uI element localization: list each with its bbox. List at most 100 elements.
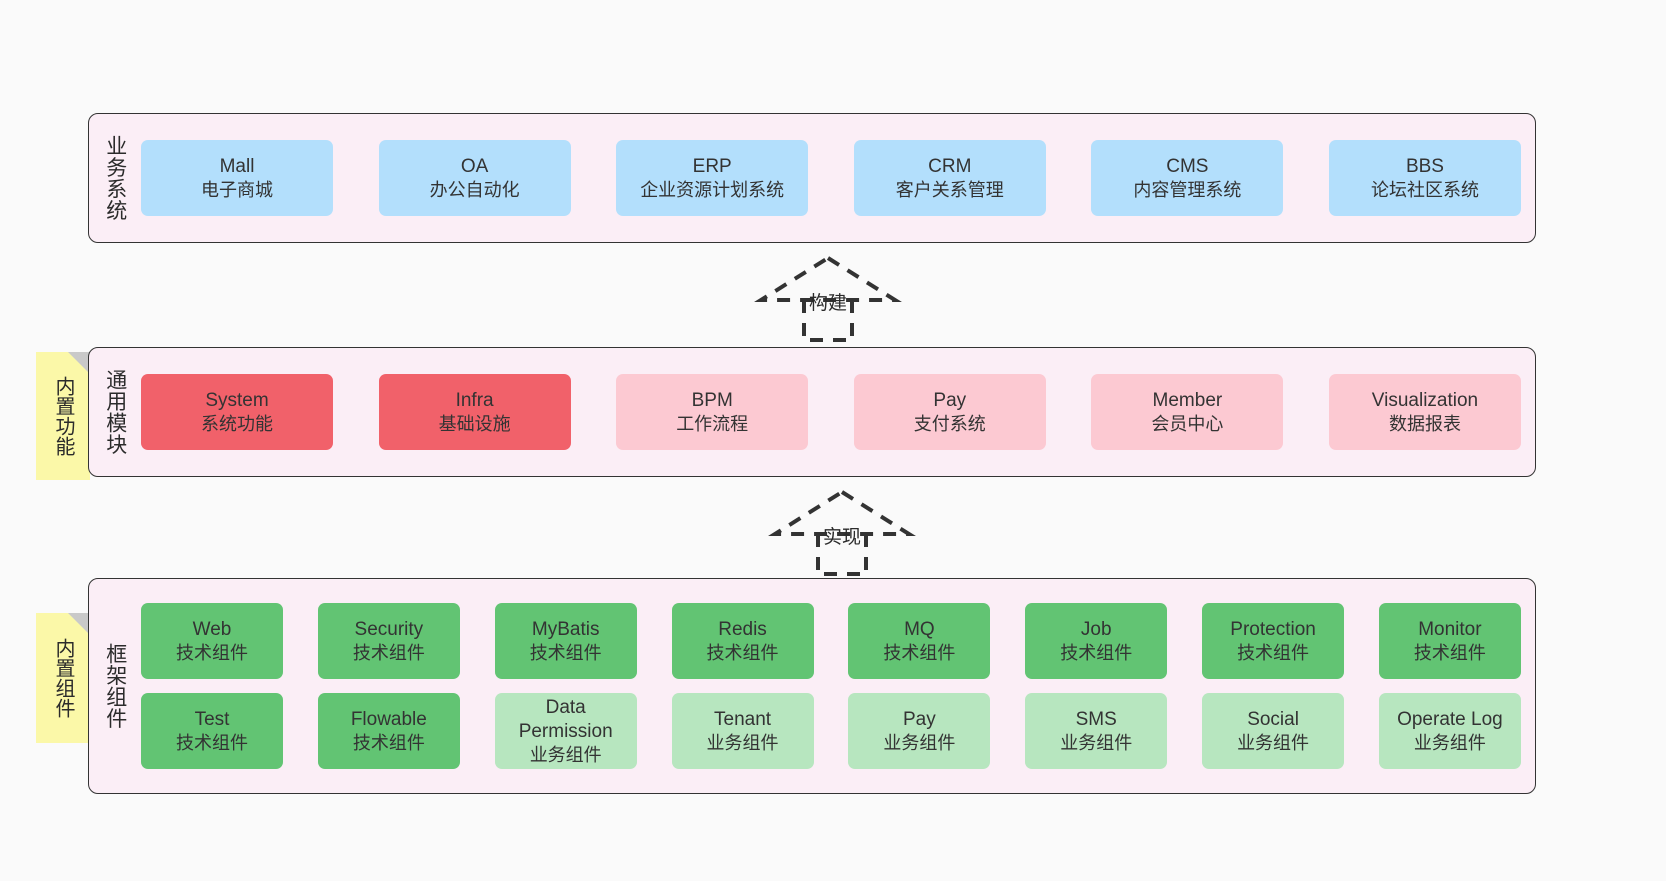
framework-technical-component-card-title: Web bbox=[192, 618, 232, 640]
common-module-card-subtitle: 基础设施 bbox=[438, 413, 511, 434]
business-system-card-subtitle: 内容管理系统 bbox=[1133, 179, 1242, 200]
framework-business-component-card-title: SMS bbox=[1075, 708, 1117, 730]
framework-business-component-card-subtitle: 业务组件 bbox=[1237, 732, 1310, 753]
business-system-card-subtitle: 论坛社区系统 bbox=[1370, 179, 1479, 200]
framework-business-component-card-title: Data Permission bbox=[518, 697, 613, 742]
framework-business-component-card-subtitle: 业务组件 bbox=[1060, 732, 1133, 753]
framework-technical-component-card-subtitle: 技术组件 bbox=[1060, 642, 1133, 663]
framework-business-component-card-title: Social bbox=[1247, 708, 1299, 730]
business-system-card-subtitle: 客户关系管理 bbox=[895, 179, 1004, 200]
business-system-card-subtitle: 办公自动化 bbox=[429, 179, 520, 200]
business-system-card-title: CMS bbox=[1166, 155, 1209, 177]
framework-business-component-card-title: Test bbox=[194, 708, 230, 730]
framework-business-component-card-subtitle: 技术组件 bbox=[352, 732, 425, 753]
layer-modules-title: 通用模块 bbox=[103, 369, 127, 455]
framework-technical-component-card-subtitle: 技术组件 bbox=[529, 642, 602, 663]
common-module-card-subtitle: 系统功能 bbox=[201, 413, 273, 434]
business-system-card-title: Mall bbox=[219, 155, 255, 177]
arrow-shaft bbox=[816, 534, 868, 576]
arrow-shaft bbox=[802, 300, 854, 342]
framework-technical-component-card-subtitle: 技术组件 bbox=[883, 642, 956, 663]
framework-technical-component-card-title: Monitor bbox=[1418, 618, 1482, 640]
framework-technical-component-card-subtitle: 技术组件 bbox=[706, 642, 779, 663]
framework-technical-component-card-subtitle: 技术组件 bbox=[1413, 642, 1486, 663]
sticky-note-builtin-components: 内置组件 bbox=[36, 613, 90, 743]
common-module-card-title: BPM bbox=[691, 389, 733, 411]
framework-business-component-card-title: Flowable bbox=[350, 708, 427, 730]
common-module-card-title: System bbox=[205, 389, 269, 411]
sticky-note-builtin-features: 内置功能 bbox=[36, 352, 90, 480]
framework-technical-component-card-title: MQ bbox=[904, 618, 935, 640]
business-system-card-subtitle: 企业资源计划系统 bbox=[640, 179, 785, 200]
framework-technical-component-card-title: MyBatis bbox=[531, 618, 600, 640]
connector-implement: 实现 bbox=[762, 486, 922, 578]
business-system-card-subtitle: 电子商城 bbox=[201, 179, 273, 200]
framework-technical-component-card-title: Redis bbox=[718, 618, 767, 640]
common-module-card-title: Pay bbox=[933, 389, 967, 411]
framework-technical-component-card-title: Protection bbox=[1230, 618, 1316, 640]
common-module-card-subtitle: 工作流程 bbox=[676, 413, 749, 434]
framework-technical-component-card-subtitle: 技术组件 bbox=[176, 642, 248, 663]
business-system-card-title: ERP bbox=[692, 155, 732, 177]
framework-business-component-card-subtitle: 业务组件 bbox=[883, 732, 956, 753]
common-module-card-subtitle: 数据报表 bbox=[1388, 413, 1461, 434]
layer-business-title: 业务系统 bbox=[103, 135, 127, 221]
framework-business-component-card-subtitle: 业务组件 bbox=[529, 744, 602, 765]
framework-business-component-card-subtitle: 业务组件 bbox=[706, 732, 779, 753]
common-module-card-subtitle: 支付系统 bbox=[913, 413, 986, 434]
arrowhead-triangle bbox=[754, 255, 902, 302]
common-module-card-title: Member bbox=[1152, 389, 1223, 411]
common-module-card-title: Infra bbox=[455, 389, 494, 411]
layer-framework-title: 框架组件 bbox=[103, 643, 127, 729]
common-module-card-title: Visualization bbox=[1371, 389, 1479, 411]
framework-business-component-card-subtitle: 技术组件 bbox=[176, 732, 248, 753]
framework-business-component-card-title: Pay bbox=[903, 708, 936, 730]
business-system-card-title: CRM bbox=[928, 155, 972, 177]
framework-technical-component-card-subtitle: 技术组件 bbox=[1237, 642, 1310, 663]
business-system-card-title: BBS bbox=[1405, 155, 1444, 177]
framework-technical-component-card-subtitle: 技术组件 bbox=[352, 642, 425, 663]
framework-business-component-card-title: Operate Log bbox=[1397, 708, 1503, 730]
framework-technical-component-card-title: Job bbox=[1080, 618, 1112, 640]
arrowhead-triangle bbox=[768, 489, 916, 536]
framework-business-component-card-title: Tenant bbox=[714, 708, 772, 730]
